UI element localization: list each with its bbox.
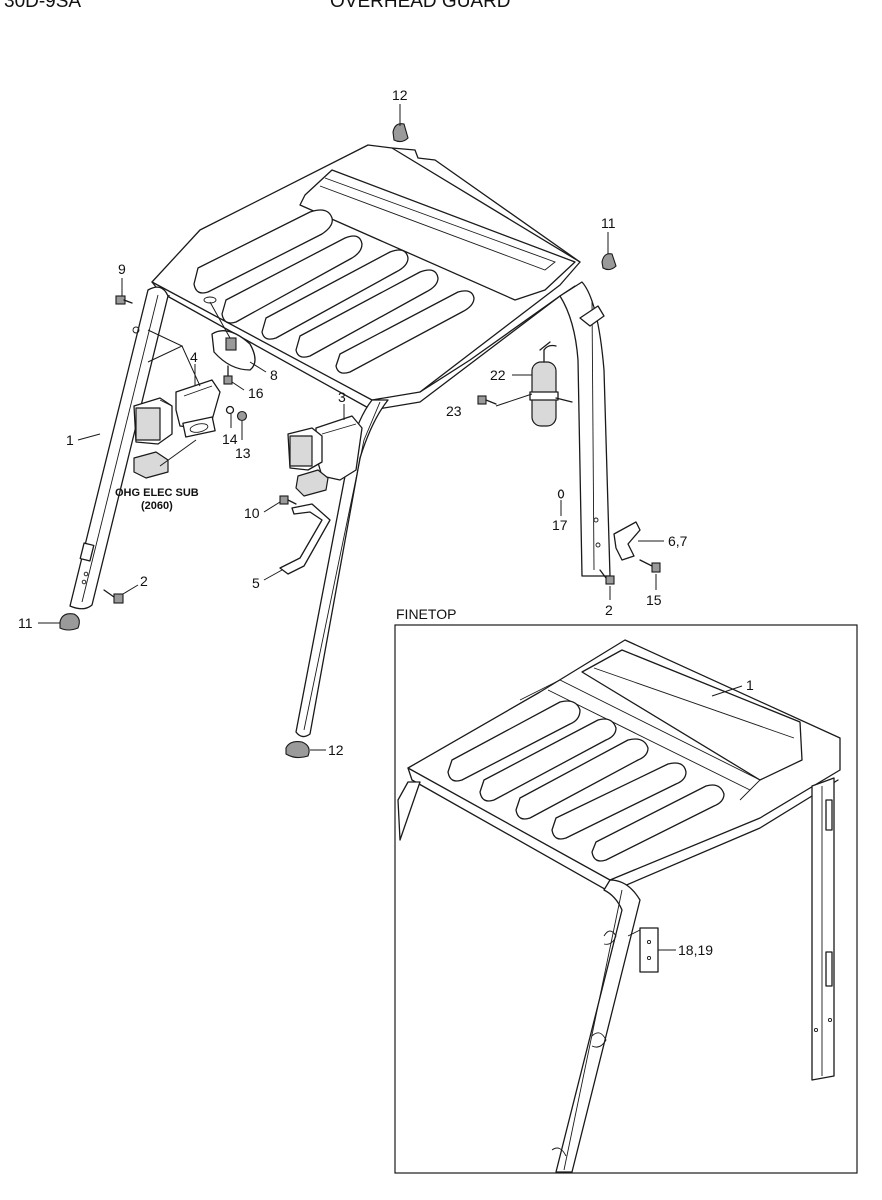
elec-sub-code: (2060) [141,500,173,512]
part-11-cap-left [38,613,80,631]
callout-9: 9 [118,261,126,277]
model-number: 30D-9SA [4,0,81,12]
callout-11-left: 11 [18,615,33,631]
callout-16: 16 [248,385,264,401]
part-12-cap-bottom [285,741,326,759]
finetop-front-pillar [555,879,641,1173]
overhead-guard-assembly [69,144,611,738]
callout-12-bottom: 12 [328,742,344,758]
finetop-assembly [397,639,841,1173]
callout-13: 13 [235,445,251,461]
roof-slots [193,209,475,374]
leader-1-inset [711,685,743,697]
callout-6-7: 6,7 [668,533,688,549]
part-2-bolt-left [103,584,139,604]
inset-title: FINETOP [396,606,456,622]
part-14-washer [225,405,235,428]
part-15-bolt [639,559,661,590]
part-11-clip-right [601,232,617,271]
work-lamp-left [133,397,173,445]
diagram-title: OVERHEAD GUARD [330,0,511,12]
part-23-bolt [477,393,533,407]
part-9-bolt [115,278,133,305]
roof-rear-panel [299,169,576,301]
part-16-screw [223,365,245,391]
part-10-bolt [263,495,297,513]
left-front-pillar [69,286,169,610]
finetop-rear-pillar [811,777,835,1081]
part-13-nut [236,410,248,440]
inset-frame [394,624,858,1174]
callout-2-left: 2 [140,573,148,589]
callout-11-right: 11 [601,215,616,231]
part-3-lamp-bracket [315,404,363,481]
lamp-lens-left [133,439,197,479]
work-lamp-right [287,427,323,471]
part-17-plug [557,489,565,516]
callout-3: 3 [338,389,346,405]
part-12-clip-top [392,104,409,143]
callout-1-inset: 1 [746,677,754,693]
part-2-bolt-right [599,569,615,600]
callout-5: 5 [252,575,260,591]
callout-12-top: 12 [392,87,408,103]
part-4-lamp-bracket [147,329,221,438]
callouts-main: 12 11 9 4 8 16 22 23 3 1 14 13 10 17 6,7… [18,87,688,758]
part-8-dome-lamp [203,296,267,373]
elec-sub-note: OHG ELEC SUB [115,487,199,499]
part-5-grab-handle [263,503,331,581]
callout-14: 14 [222,431,238,447]
rear-right-pillar [559,281,611,577]
lamp-lens-right [295,469,329,497]
finetop-left-pillar [397,781,421,841]
callout-22: 22 [490,367,506,383]
callout-23: 23 [446,403,462,419]
callout-15: 15 [646,592,662,608]
part-6-7-bracket [613,521,664,561]
callout-4: 4 [190,349,198,365]
callout-1-left: 1 [66,432,74,448]
callout-10: 10 [244,505,260,521]
part-18-19-bracket [627,927,676,973]
callout-18-19: 18,19 [678,942,713,958]
callout-8: 8 [270,367,278,383]
finetop-roof-slots [447,700,725,862]
leader-1-left [77,433,101,441]
callout-17: 17 [552,517,568,533]
part-22-fire-extinguisher [512,341,573,427]
callout-2-right: 2 [605,602,613,618]
